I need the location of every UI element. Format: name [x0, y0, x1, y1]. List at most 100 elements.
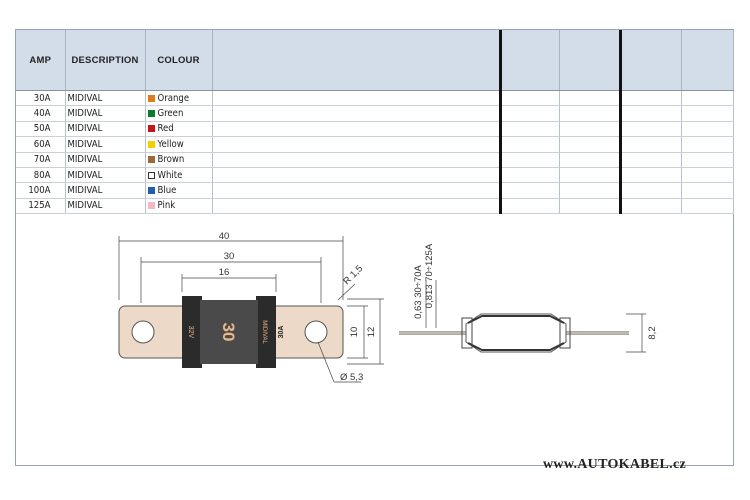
colour-name: Green [157, 108, 184, 120]
cell-colour: Brown [145, 152, 213, 168]
right-bolt-hole [304, 320, 328, 344]
cell-empty [500, 152, 560, 168]
cell-empty [681, 136, 734, 153]
cell-amp: 50A [16, 121, 66, 138]
cell-empty [212, 90, 502, 107]
cell-empty [559, 198, 622, 215]
cell-empty [620, 182, 682, 199]
cell-colour: Yellow [145, 136, 213, 153]
cell-empty [500, 121, 560, 138]
colour-name: White [157, 169, 183, 181]
table-header-row: AMP DESCRIPTION COLOUR [16, 30, 734, 91]
fuse-right-cap [256, 296, 276, 368]
header-empty-3 [559, 30, 622, 91]
header-empty-2 [500, 30, 560, 91]
cell-empty [212, 136, 502, 153]
cell-empty [559, 105, 622, 122]
cell-colour: Green [145, 105, 213, 122]
header-amp: AMP [16, 30, 66, 91]
dim-thickness-a-label: 0,63 30÷70A [413, 264, 424, 318]
cell-empty [559, 121, 622, 138]
dim-height-outer-label: 12 [366, 327, 377, 338]
dim-hole-label: Ø 5,3 [340, 372, 363, 383]
cell-empty [212, 167, 502, 184]
colour-swatch [147, 202, 155, 210]
cell-description: MIDIVAL [65, 105, 146, 122]
colour-swatch [147, 156, 155, 164]
fuse-left-cap [182, 296, 202, 368]
colour-name: Brown [157, 154, 185, 166]
fuse-voltage-label: 32V [187, 326, 194, 339]
cell-colour: Orange [145, 90, 213, 107]
cell-empty [681, 198, 734, 215]
cell-empty [681, 90, 734, 107]
cell-empty [212, 198, 502, 215]
cell-empty [620, 121, 682, 138]
cell-colour: Blue [145, 182, 213, 199]
cell-empty [681, 121, 734, 138]
cell-empty [620, 90, 682, 107]
cell-empty [681, 152, 734, 168]
header-empty-1 [212, 30, 502, 91]
cell-empty [500, 105, 560, 122]
dim-body-label: 16 [219, 267, 230, 278]
header-description: DESCRIPTION [65, 30, 146, 91]
dim-thickness-b-label: 0,813 70÷125A [424, 243, 435, 308]
cell-amp: 100A [16, 182, 66, 199]
cell-empty [559, 136, 622, 153]
colour-swatch [147, 171, 155, 179]
colour-name: Blue [157, 185, 177, 197]
cell-empty [500, 136, 560, 153]
dim-side-height-label: 8,2 [647, 326, 658, 339]
front-dimension-lines [118, 236, 384, 383]
colour-swatch [147, 94, 155, 102]
cell-colour: Red [145, 121, 213, 138]
cell-empty [681, 167, 734, 184]
cell-amp: 80A [16, 167, 66, 184]
cell-empty [212, 152, 502, 168]
colour-swatch [147, 187, 155, 195]
fuse-body [200, 300, 258, 364]
cell-description: MIDIVAL [65, 136, 146, 153]
cell-amp: 125A [16, 198, 66, 215]
cell-empty [559, 182, 622, 199]
side-body-outline [465, 313, 567, 353]
cell-empty [620, 167, 682, 184]
cell-empty [500, 167, 560, 184]
colour-swatch [147, 140, 155, 148]
cell-colour: Pink [145, 198, 213, 215]
dim-radius-label: R 1,5 [341, 263, 365, 287]
fuse-front-view: 30 32V MIDIVAL 30A [118, 296, 344, 368]
website-url: www.AUTOKABEL.cz [543, 457, 686, 472]
cell-empty [212, 182, 502, 199]
cell-description: MIDIVAL [65, 121, 146, 138]
cell-description: MIDIVAL [65, 182, 146, 199]
cell-empty [559, 152, 622, 168]
cell-description: MIDIVAL [65, 167, 146, 184]
cell-empty [559, 167, 622, 184]
fuse-side-view [399, 313, 629, 353]
fuse-technical-drawing: 30 32V MIDIVAL 30A 40 30 [118, 231, 658, 383]
dim-height-inner-label: 10 [349, 327, 360, 338]
colour-swatch [147, 110, 155, 118]
cell-empty [620, 105, 682, 122]
header-colour: COLOUR [145, 30, 213, 91]
left-bolt-hole [131, 320, 155, 344]
cell-colour: White [145, 167, 213, 184]
colour-name: Yellow [157, 138, 184, 150]
cell-empty [620, 152, 682, 168]
cell-empty [681, 182, 734, 199]
colour-name: Orange [157, 92, 190, 104]
cell-amp: 60A [16, 136, 66, 153]
cell-amp: 30A [16, 90, 66, 107]
colour-name: Pink [157, 200, 176, 212]
colour-name: Red [157, 123, 174, 135]
cell-amp: 40A [16, 105, 66, 122]
dim-mid-label: 30 [224, 251, 235, 262]
